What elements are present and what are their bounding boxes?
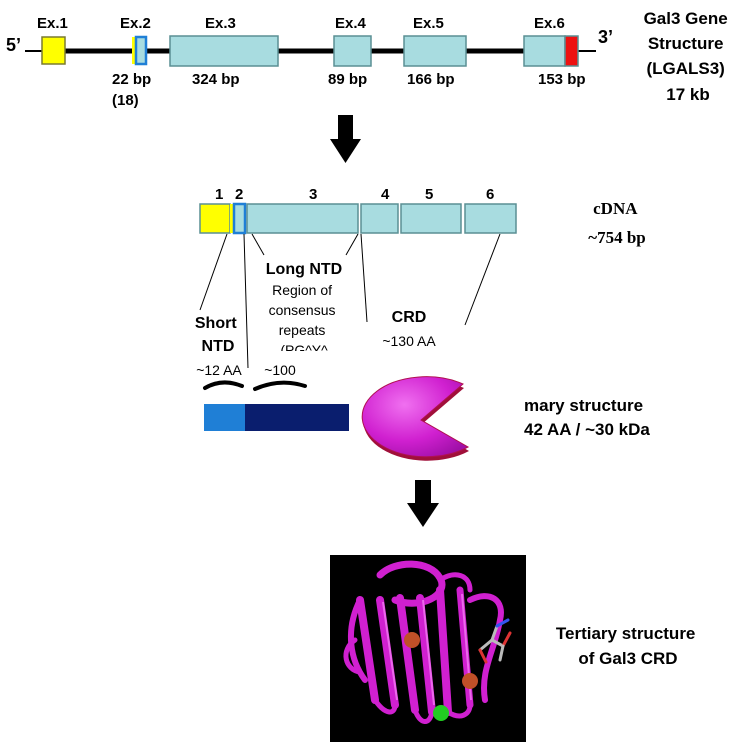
cdna-label-3: 3 [309, 186, 317, 203]
long-ntd-line-2: consensus [269, 302, 336, 318]
tertiary-structure: Tertiary structure of Gal3 CRD [330, 555, 700, 742]
down-arrow-1 [330, 115, 361, 163]
exon-2-yellow [132, 37, 136, 64]
connector-crd-right [464, 233, 501, 326]
long-ntd-bar [245, 404, 349, 431]
ion-sphere-2 [462, 673, 478, 689]
short-ntd-bar [204, 404, 245, 431]
cdna-label-5: 5 [425, 186, 433, 203]
short-ntd-title: Short NTD [195, 315, 241, 355]
ion-sphere-green [433, 705, 449, 721]
exon-3-label: Ex.3 [205, 15, 236, 32]
down-arrow-2 [407, 480, 439, 527]
tertiary-title-line-1: Tertiary structure [556, 624, 696, 643]
exon-6-box [523, 35, 566, 67]
short-ntd-brace [203, 380, 244, 390]
exon-4-size: 89 bp [328, 71, 367, 88]
exon-3-box [169, 35, 279, 67]
domain-labels: Long NTD Region of consensus repeats (PG… [195, 261, 436, 391]
cdna-label-4: 4 [381, 186, 390, 203]
primary-title-line-1: mary structure [524, 396, 643, 415]
exon-4-label: Ex.4 [335, 15, 367, 32]
cdna-label-1: 1 [215, 186, 223, 203]
short-ntd-count: ~12 AA [196, 362, 242, 378]
long-ntd-line-1: Region of [272, 282, 332, 298]
five-prime-label: 5’ [6, 35, 21, 55]
gene-title-line-1: Gal3 Gene [644, 9, 728, 28]
protein-ribbon-image [343, 560, 504, 724]
long-ntd-description: Region of consensus repeats (PG^Y^ [269, 282, 340, 358]
cdna-segment-4 [360, 203, 399, 234]
long-ntd-title: Long NTD [266, 261, 342, 278]
cdna-segment-2 [232, 202, 247, 235]
connector-long-ntd-right [345, 233, 359, 256]
short-ntd-line-1: Short [195, 315, 237, 332]
cdna-segment-2-yellow [230, 204, 234, 233]
exon-5-label: Ex.5 [413, 15, 444, 32]
ligand-sticks [478, 618, 512, 664]
three-prime-label: 3’ [598, 27, 613, 47]
crd-pacman [361, 376, 470, 458]
exon-5-size: 166 bp [407, 71, 455, 88]
gene-title-line-3: (LGALS3) [646, 59, 724, 78]
exon-5-box [403, 35, 467, 67]
long-ntd-count: ~100 [264, 362, 296, 378]
text-clip-mask [268, 351, 348, 361]
connector-short-ntd-left [199, 233, 228, 311]
primary-title: mary structure 42 AA / ~30 kDa [524, 396, 650, 439]
crd-title: CRD [392, 309, 427, 326]
short-ntd-line-2: NTD [202, 338, 235, 355]
connector-short-ntd-right [243, 233, 249, 369]
exon-1-label: Ex.1 [37, 15, 68, 32]
cdna-segment-3 [246, 203, 359, 234]
exon-2-box [134, 35, 148, 66]
exon-6-red-region [564, 35, 579, 67]
cdna-segment-5 [400, 203, 462, 234]
tertiary-title-line-2: of Gal3 CRD [578, 649, 677, 668]
gene-title-line-2: Structure [648, 34, 724, 53]
cdna-segment-1 [199, 203, 231, 234]
gene-title-line-4: 17 kb [666, 85, 709, 104]
exon-2-size: 22 bp [112, 71, 151, 88]
cdna-title-line-2: ~754 bp [588, 228, 646, 247]
cdna-label-6: 6 [486, 186, 494, 203]
cdna-label-2: 2 [235, 186, 243, 203]
ion-sphere-1 [404, 632, 420, 648]
primary-title-line-2: 42 AA / ~30 kDa [524, 420, 650, 439]
crd-count: ~130 AA [382, 333, 436, 349]
exon-6-label: Ex.6 [534, 15, 565, 32]
primary-structure: mary structure 42 AA / ~30 kDa [204, 376, 650, 461]
exon-6-size: 153 bp [538, 71, 586, 88]
long-ntd-line-3: repeats [279, 322, 326, 338]
gene-title: Gal3 Gene Structure (LGALS3) 17 kb [644, 9, 733, 104]
exon-4-box [333, 35, 372, 67]
connector-crd-left [360, 233, 368, 323]
long-ntd-brace [253, 380, 307, 391]
exon-1-box [41, 36, 66, 65]
cdna-title: cDNA ~754 bp [588, 199, 646, 247]
exon-2-note: (18) [112, 92, 139, 109]
exon-3-size: 324 bp [192, 71, 240, 88]
cdna-title-line-1: cDNA [593, 199, 638, 218]
cdna-structure: 1 2 3 4 5 6 cDNA ~754 bp [199, 186, 646, 369]
connector-long-ntd-left [251, 233, 265, 256]
cdna-segment-6 [464, 203, 517, 234]
tertiary-title: Tertiary structure of Gal3 CRD [556, 624, 700, 668]
exon-2-label: Ex.2 [120, 15, 151, 32]
gene-structure: 5’ 3’ Ex.1 Ex.2 22 bp (18) Ex.3 324 bp E… [6, 9, 733, 109]
